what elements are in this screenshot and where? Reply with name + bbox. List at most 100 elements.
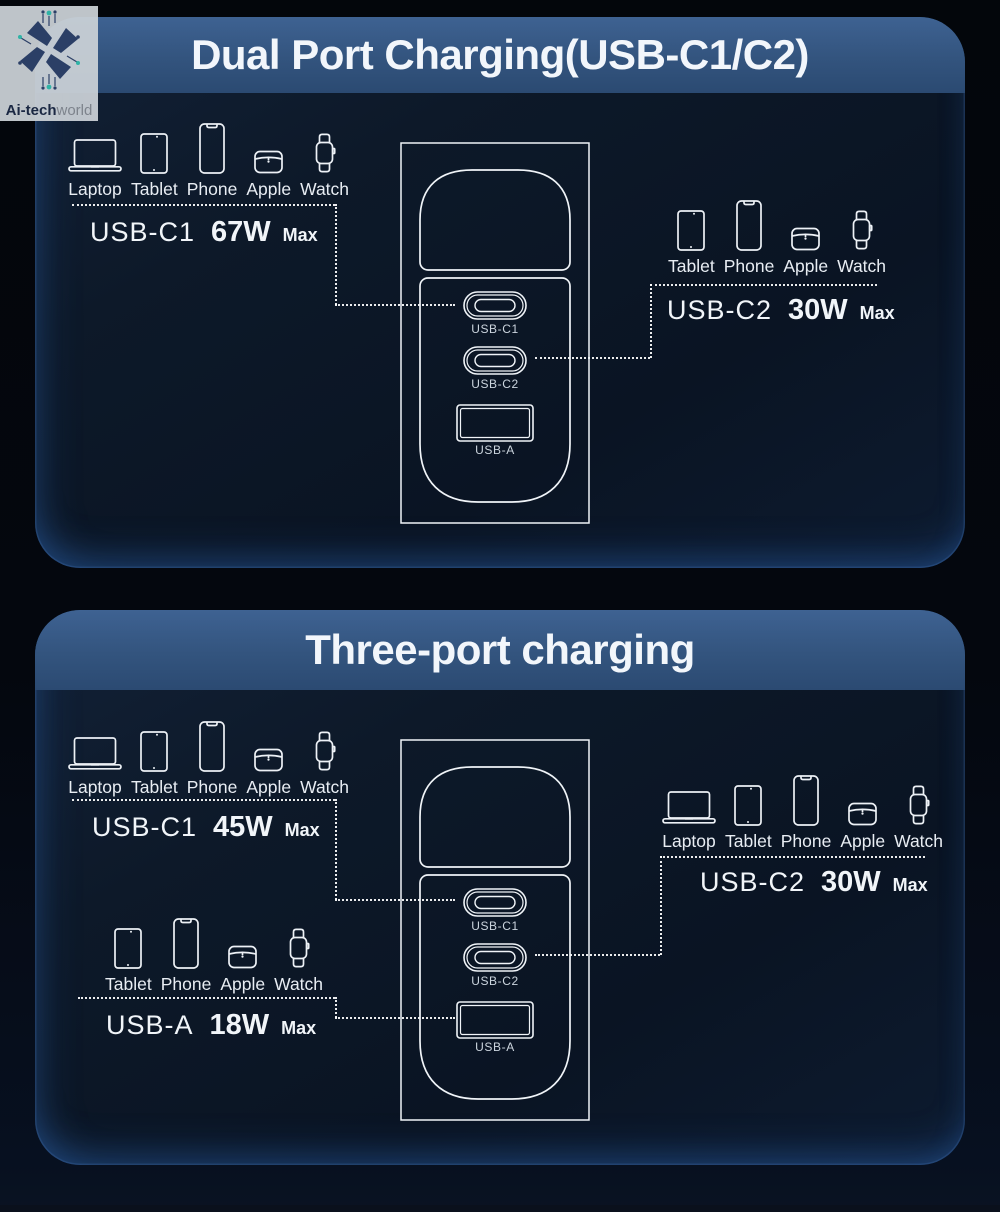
- device-label: Tablet: [668, 256, 715, 276]
- usb-c2-port-label: USB-C2: [471, 974, 519, 988]
- phone-icon: [199, 721, 225, 772]
- device-group-usb-c1-bottom: Laptop Tablet Phone Apple: [68, 721, 349, 798]
- tablet-icon: [734, 785, 763, 826]
- device-label: Laptop: [68, 777, 122, 797]
- brand-wordmark: Ai-techworld: [6, 102, 93, 120]
- device-label: Watch: [300, 179, 350, 199]
- device-label: Phone: [186, 777, 238, 797]
- power-label-usb-a-18w: USB-A 18W Max: [106, 1009, 316, 1042]
- brand-logo-icon: [18, 10, 80, 90]
- device-watch: Watch: [300, 731, 349, 798]
- usb-c1-port-label: USB-C1: [471, 322, 519, 336]
- power-label-usb-c1-67w: USB-C1 67W Max: [90, 216, 318, 249]
- device-phone: Phone: [186, 721, 238, 798]
- device-laptop: Laptop: [68, 736, 122, 798]
- device-label: Watch: [894, 831, 944, 851]
- usb-c1-port: USB-C1: [463, 291, 527, 336]
- wattage: 67W: [211, 216, 271, 248]
- tablet-icon: [140, 731, 169, 772]
- watch-icon: [315, 731, 336, 771]
- port-name: USB-C2: [700, 867, 806, 897]
- device-label: Apple: [783, 256, 829, 276]
- device-group-usb-a-bottom: Tablet Phone Apple W: [105, 918, 323, 995]
- connector-line: [335, 304, 455, 306]
- tablet-icon: [114, 928, 143, 969]
- device-label: Watch: [837, 256, 887, 276]
- phone-icon: [199, 123, 225, 174]
- usb-a-port-label: USB-A: [475, 1040, 515, 1054]
- device-laptop: Laptop: [662, 790, 716, 852]
- connector-line: [660, 856, 925, 858]
- device-apple-airpods: Apple: [246, 747, 291, 798]
- device-label: Tablet: [131, 179, 178, 199]
- device-apple-airpods: Apple: [246, 149, 291, 200]
- connector-line: [335, 1017, 455, 1019]
- port-name: USB-C1: [90, 217, 196, 247]
- airpods-case-icon: [791, 227, 821, 251]
- wattage: 30W: [788, 294, 848, 326]
- device-tablet: Tablet: [131, 731, 178, 798]
- charger-illustration-top: USB-C1 USB-C2 USB-A: [400, 142, 590, 524]
- charger-plug-body: [419, 766, 571, 868]
- usb-a-port: USB-A: [456, 404, 534, 457]
- device-label: Phone: [723, 256, 775, 276]
- device-label: Watch: [300, 777, 350, 797]
- device-label: Apple: [220, 974, 266, 994]
- device-tablet: Tablet: [725, 785, 772, 852]
- airpods-case-icon: [254, 748, 284, 772]
- device-label: Phone: [780, 831, 832, 851]
- watch-icon: [315, 133, 336, 173]
- device-label: Tablet: [105, 974, 152, 994]
- device-tablet: Tablet: [668, 210, 715, 277]
- max-label: Max: [284, 820, 320, 840]
- connector-line: [660, 856, 662, 955]
- device-label: Laptop: [68, 179, 122, 199]
- usb-c1-port: USB-C1: [463, 888, 527, 933]
- port-name: USB-A: [106, 1010, 194, 1040]
- wattage: 18W: [209, 1009, 270, 1041]
- device-label: Tablet: [725, 831, 772, 851]
- device-phone: Phone: [160, 918, 212, 995]
- tablet-icon: [677, 210, 706, 251]
- panel1-title: Dual Port Charging(USB-C1/C2): [191, 31, 809, 78]
- max-label: Max: [282, 225, 318, 245]
- phone-icon: [173, 918, 199, 969]
- device-watch: Watch: [837, 210, 886, 277]
- charger-illustration-bottom: USB-C1 USB-C2 USB-A: [400, 739, 590, 1121]
- brand-logo-watermark: Ai-techworld: [0, 6, 98, 121]
- charger-port-body: [419, 874, 571, 1100]
- usb-c1-port-label: USB-C1: [471, 919, 519, 933]
- connector-line: [335, 799, 337, 900]
- watch-icon: [289, 928, 310, 968]
- panel-dual-port-charging: Dual Port Charging(USB-C1/C2): [35, 17, 965, 568]
- device-group-usb-c1-top: Laptop Tablet Phone Apple: [68, 123, 349, 200]
- device-label: Phone: [160, 974, 212, 994]
- panel2-title: Three-port charging: [305, 626, 695, 673]
- airpods-case-icon: [228, 945, 258, 969]
- laptop-icon: [68, 139, 122, 172]
- device-label: Apple: [840, 831, 886, 851]
- device-label: Apple: [246, 777, 292, 797]
- max-label: Max: [892, 875, 928, 895]
- airpods-case-icon: [254, 150, 284, 174]
- wattage: 30W: [821, 866, 881, 898]
- connector-line: [650, 284, 877, 286]
- device-label: Apple: [246, 179, 292, 199]
- airpods-case-icon: [848, 802, 878, 826]
- usb-c2-port-label: USB-C2: [471, 377, 519, 391]
- brand-light: world: [56, 102, 93, 119]
- max-label: Max: [859, 303, 895, 323]
- device-apple-airpods: Apple: [840, 801, 885, 852]
- usb-a-port: USB-A: [456, 1001, 534, 1054]
- connector-line: [335, 899, 455, 901]
- max-label: Max: [281, 1018, 317, 1038]
- device-watch: Watch: [300, 133, 349, 200]
- device-group-usb-c2-bottom: Laptop Tablet Phone Apple: [662, 775, 943, 852]
- usb-c2-port: USB-C2: [463, 346, 527, 391]
- device-apple-airpods: Apple: [783, 226, 828, 277]
- connector-line: [335, 204, 337, 305]
- tablet-icon: [140, 133, 169, 174]
- device-phone: Phone: [723, 200, 775, 277]
- device-tablet: Tablet: [105, 928, 152, 995]
